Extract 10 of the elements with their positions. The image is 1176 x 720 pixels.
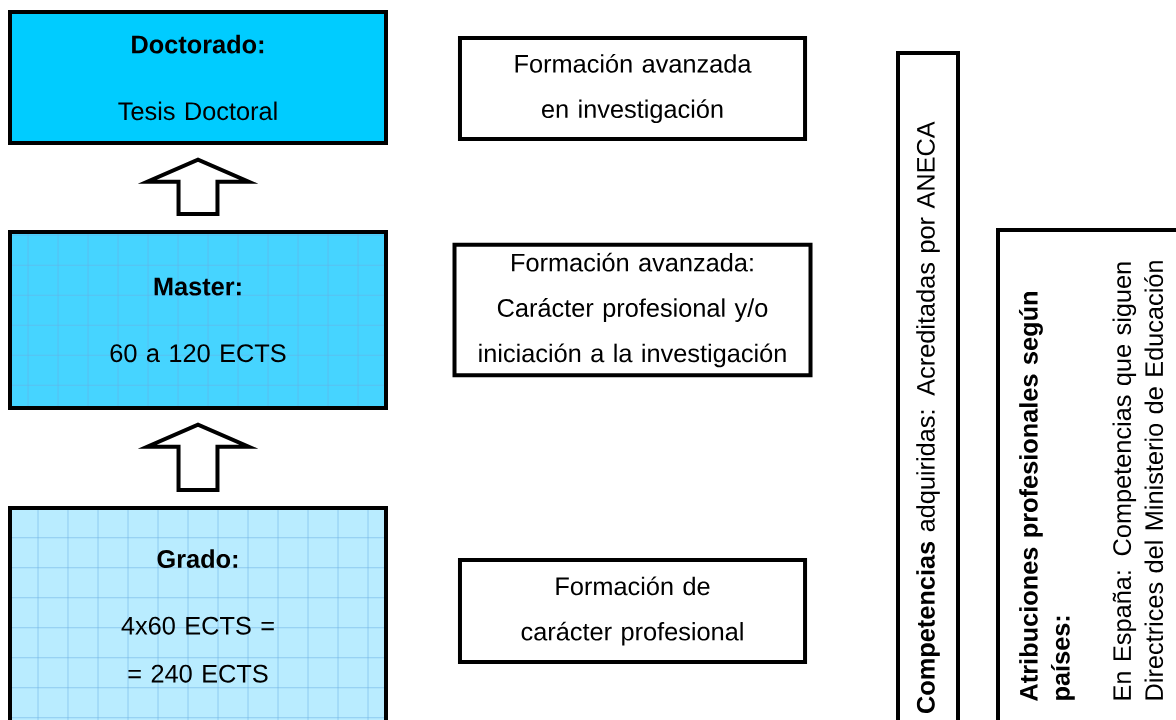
description-box: Formación de carácter profesional <box>458 558 808 664</box>
description-box: Formación avanzada: Carácter profesional y/o iniciación a la investigación <box>452 242 813 378</box>
block-arrow <box>137 157 259 216</box>
degree-box: Doctorado: Tesis Doctoral <box>8 10 388 145</box>
vertical-band: Atribuciones profesionales según países: En España: Competencias que siguen Directrices del Ministerio de Educación <box>996 228 1176 720</box>
description-box: Formación avanzada en investigación <box>458 35 808 142</box>
vertical-band: Competencias adquiridas: Acreditadas por ANECA <box>896 51 960 720</box>
degree-box: Master: 60 a 120 ECTS <box>8 230 388 410</box>
degree-box: Grado: 4x60 ECTS = = 240 ECTS <box>8 506 388 720</box>
block-arrow <box>137 422 259 492</box>
